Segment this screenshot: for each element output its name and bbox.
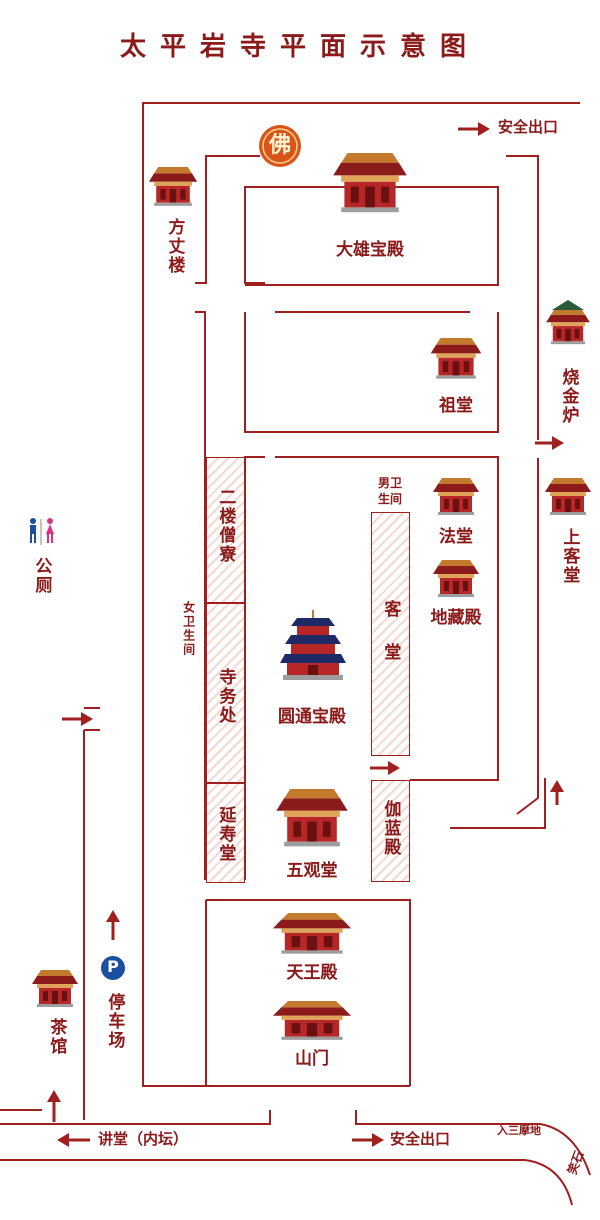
- building-chaguan-icon: [32, 970, 78, 1007]
- corridor-ketang: [371, 512, 410, 756]
- building-fatang-icon: [433, 478, 479, 515]
- label-wuguan: 五观堂: [286, 861, 338, 881]
- label-chaguan: 茶馆: [46, 1018, 67, 1056]
- label-dizang: 地藏殿: [430, 608, 482, 628]
- building-dizang-icon: [433, 560, 479, 597]
- label-fatang: 法堂: [439, 527, 473, 547]
- label-shangketang: 上客堂: [559, 528, 580, 585]
- building-fangzhang-icon: [148, 167, 198, 206]
- label-yuantong: 圆通宝殿: [278, 707, 346, 727]
- corridor-sengliao: [206, 457, 245, 603]
- corridor-yanshou: [206, 783, 245, 883]
- wall-lines: [0, 102, 591, 1206]
- buddha-badge-text: 佛: [268, 132, 292, 158]
- label-yanshou: 延寿堂: [215, 806, 236, 863]
- building-wuguan-icon: [276, 789, 348, 847]
- burner-roof-icon: [552, 300, 584, 310]
- label-tianwang: 天王殿: [286, 963, 338, 983]
- building-zutang-icon: [430, 338, 482, 379]
- building-yuantong-icon: [280, 610, 346, 680]
- label-male-toilet: 男卫生间: [377, 476, 402, 506]
- corridor-qielan: [371, 780, 410, 882]
- label-ketang: 客堂: [380, 600, 401, 686]
- map-title: 太平岩寺平面示意图: [119, 32, 480, 62]
- label-parking: 停车场: [104, 993, 125, 1050]
- label-shanmen: 山门: [295, 1049, 329, 1069]
- label-sengliao: 二楼僧寮: [215, 488, 236, 564]
- direction-arrow-icon: [47, 122, 564, 1147]
- label-shaojinlu: 烧金炉: [558, 368, 579, 425]
- label-female-toilet: 女卫生间: [181, 601, 196, 657]
- corridor-siwuchu: [206, 603, 245, 783]
- label-zutang: 祖堂: [439, 396, 473, 416]
- building-daxiong-icon: [333, 153, 407, 213]
- building-tianwang-icon: [272, 913, 352, 954]
- buddha-badge-icon: [259, 125, 301, 167]
- restroom-icon: [30, 518, 54, 545]
- label-lecture-hall: 讲堂（内坛）: [98, 1130, 189, 1148]
- label-siwuchu: 寺务处: [215, 668, 236, 725]
- label-fangzhang: 方丈楼: [164, 218, 185, 275]
- label-safety-exit-bottom: 安全出口: [390, 1130, 451, 1148]
- label-qielan: 伽蓝殿: [380, 800, 401, 857]
- building-shaojinlu-icon: [546, 309, 590, 345]
- label-safety-exit-top: 安全出口: [498, 118, 559, 136]
- parking-badge-text: P: [107, 957, 119, 976]
- label-daxiong: 大雄宝殿: [336, 240, 404, 260]
- building-shangketang-icon: [545, 478, 591, 515]
- label-to-sanmodi: 入三摩地: [497, 1124, 541, 1137]
- label-public-toilet: 公厕: [31, 557, 52, 595]
- parking-icon: [101, 956, 125, 980]
- building-shanmen-icon: [272, 1001, 352, 1040]
